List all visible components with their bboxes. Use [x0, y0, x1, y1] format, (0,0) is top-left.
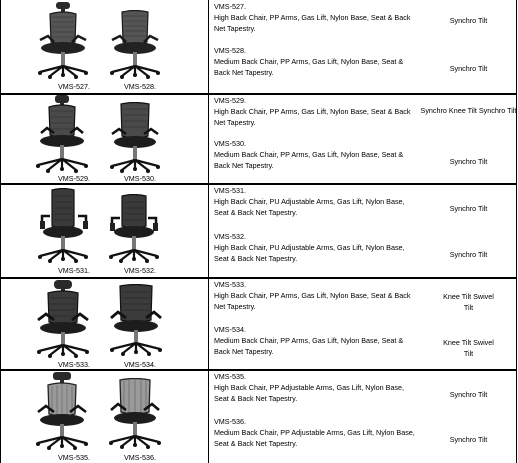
mechanism-text: Synchro Tilt [449, 204, 488, 213]
product-description: VMS-529. High Back Chair, PP Arms, Gas L… [214, 95, 419, 128]
product-description: VMS-530. Medium Back Chair, PP Arms, Gas… [214, 138, 419, 171]
product-image-cell: VMS-527. VMS-528. [2, 0, 209, 94]
product-text: High Back Chair, PP Arms, Gas Lift, Nylo… [214, 291, 411, 311]
image-label-vms-528: VMS-528. [124, 82, 156, 91]
product-description: VMS-534. Medium Back Chair, PP Arms, Gas… [214, 324, 419, 357]
mechanism-text: Synchro Knee Tilt Synchro Tilt [420, 106, 517, 115]
image-label-vms-534: VMS-534. [124, 360, 156, 369]
product-text: Medium Back Chair, PP Adjustable Arms, G… [214, 428, 415, 448]
mechanism-text: Synchro Tilt [449, 16, 488, 25]
product-text: Medium Back Chair, PP Arms, Gas Lift, Ny… [214, 57, 404, 77]
product-code: VMS-535. [214, 372, 246, 381]
chair-image-vms-531 [38, 188, 88, 263]
product-image-cell: VMS-533. VMS-534. [2, 278, 209, 370]
product-image-cell: VMS-535. VMS-536. [2, 370, 209, 463]
product-code: VMS-528. [214, 46, 246, 55]
product-image-cell: VMS-529. VMS-530. [2, 94, 209, 184]
row-divider [0, 369, 517, 371]
product-description: VMS-527. High Back Chair, PP Arms, Gas L… [214, 1, 419, 34]
product-text: High Back Chair, PP Adjustable Arms, Gas… [214, 383, 405, 403]
product-code: VMS-533. [214, 280, 246, 289]
image-label-vms-536: VMS-536. [124, 453, 156, 462]
chair-image-vms-532 [109, 194, 159, 263]
row-divider [0, 277, 517, 279]
product-code: VMS-536. [214, 417, 246, 426]
chair-image-vms-529 [36, 95, 88, 173]
product-description: VMS-535. High Back Chair, PP Adjustable … [214, 371, 419, 404]
column-divider [0, 0, 1, 463]
product-description: VMS-533. High Back Chair, PP Arms, Gas L… [214, 279, 419, 312]
product-description: VMS-536. Medium Back Chair, PP Adjustabl… [214, 416, 419, 449]
product-text: High Back Chair, PP Arms, Gas Lift, Nylo… [214, 13, 411, 33]
image-label-vms-527: VMS-527. [58, 82, 90, 91]
image-label-vms-533: VMS-533. [58, 360, 90, 369]
row-divider [0, 183, 517, 185]
chair-image-vms-528 [110, 10, 160, 79]
image-label-vms-529: VMS-529. [58, 174, 90, 183]
catalog-row: VMS-533. VMS-534. VMS-533. High Back Cha… [0, 278, 517, 370]
product-code: VMS-531. [214, 186, 246, 195]
chair-image-vms-530 [110, 102, 160, 173]
image-label-vms-530: VMS-530. [124, 174, 156, 183]
chair-image-vms-533 [37, 280, 89, 358]
product-text: High Back Chair, PP Arms, Gas Lift, Nylo… [214, 107, 411, 127]
product-image-cell: VMS-531. VMS-532. [2, 184, 209, 278]
image-label-vms-532: VMS-532. [124, 266, 156, 275]
catalog-row: VMS-527. VMS-528. VMS-527. High Back Cha… [0, 0, 517, 94]
mechanism-text: Synchro Tilt [449, 435, 488, 444]
row-divider [0, 93, 517, 95]
mechanism-text: Synchro Tilt [449, 390, 488, 399]
product-description: VMS-532. High Back Chair, PU Adjustable … [214, 231, 419, 264]
column-divider [208, 0, 209, 463]
product-code: VMS-534. [214, 325, 246, 334]
mechanism-text: Synchro Tilt [449, 250, 488, 259]
image-label-vms-531: VMS-531. [58, 266, 90, 275]
product-text: Medium Back Chair, PP Arms, Gas Lift, Ny… [214, 150, 404, 170]
mechanism-text: Knee Tilt Swivel Tilt [443, 292, 494, 312]
product-description: VMS-531. High Back Chair, PU Adjustable … [214, 185, 419, 218]
chair-image-vms-527 [38, 2, 88, 79]
product-code: VMS-529. [214, 96, 246, 105]
image-label-vms-535: VMS-535. [58, 453, 90, 462]
column-divider [516, 0, 517, 463]
catalog-row: VMS-535. VMS-536. VMS-535. High Back Cha… [0, 370, 517, 463]
product-code: VMS-532. [214, 232, 246, 241]
chair-image-vms-535 [36, 372, 88, 450]
product-text: Medium Back Chair, PP Arms, Gas Lift, Ny… [214, 336, 404, 356]
product-text: High Back Chair, PU Adjustable Arms, Gas… [214, 243, 405, 263]
product-text: High Back Chair, PU Adjustable Arms, Gas… [214, 197, 405, 217]
chair-image-vms-534 [110, 284, 162, 356]
catalog-row: VMS-531. VMS-532. VMS-531. High Back Cha… [0, 184, 517, 278]
catalog-row: VMS-529. VMS-530. VMS-529. High Back Cha… [0, 94, 517, 184]
mechanism-text: Synchro Tilt [449, 157, 488, 166]
product-code: VMS-527. [214, 2, 246, 11]
mechanism-text: Knee Tilt Swivel Tilt [443, 338, 494, 358]
product-description: VMS-528. Medium Back Chair, PP Arms, Gas… [214, 45, 419, 78]
chair-image-vms-536 [109, 378, 161, 449]
mechanism-text: Synchro Tilt [449, 64, 488, 73]
product-code: VMS-530. [214, 139, 246, 148]
